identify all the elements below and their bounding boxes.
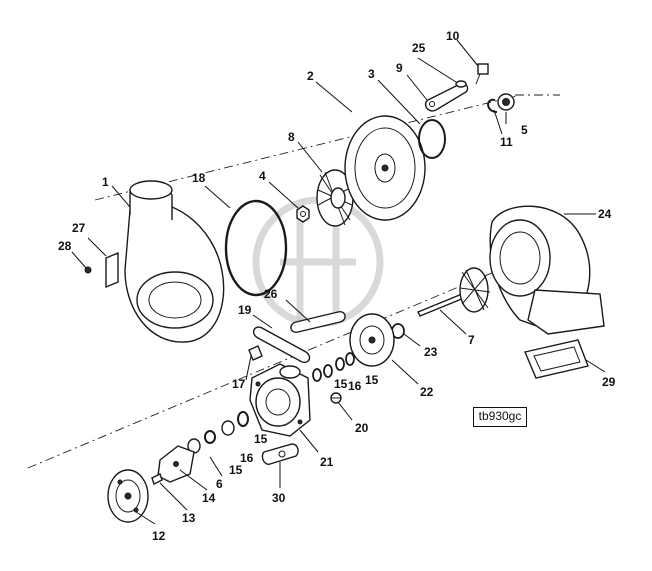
callout-26: 26: [264, 287, 278, 301]
callout-28: 28: [58, 239, 72, 253]
callout-1: 1: [102, 175, 109, 189]
o-ring-18: [224, 199, 288, 297]
rings-15-16-upper: [312, 352, 355, 382]
callout-7: 7: [468, 333, 475, 347]
retaining-ring-11: [487, 98, 498, 113]
callout-27: 27: [72, 221, 86, 235]
link-19: [252, 326, 311, 364]
leader-lines: [71, 39, 606, 525]
callout-12: 12: [152, 529, 166, 543]
lower-rings: [187, 411, 249, 454]
callout-18: 18: [192, 171, 206, 185]
callout-29: 29: [602, 375, 616, 389]
screw-28: [84, 266, 92, 274]
turbine-housing: [489, 205, 605, 335]
callout-30: 30: [272, 491, 286, 505]
callout-25: 25: [412, 41, 426, 55]
callout-13: 13: [182, 511, 196, 525]
ring-3: [418, 119, 446, 159]
callout-2: 2: [307, 69, 314, 83]
callout-labels: 1 2 3 4 5 6 7 8 9 10 11 12 13 14 15 15 1…: [58, 29, 616, 543]
callout-3: 3: [368, 67, 375, 81]
backplate: [344, 115, 426, 221]
callout-4: 4: [259, 169, 266, 183]
callout-24: 24: [598, 207, 612, 221]
callout-6: 6: [216, 477, 223, 491]
nut-4: [296, 205, 310, 223]
callout-8: 8: [288, 130, 295, 144]
screw-10: [475, 63, 489, 85]
callout-17: 17: [232, 377, 246, 391]
turbine-wheel-shaft: [417, 267, 491, 317]
washer-25: [455, 80, 467, 88]
callout-9: 9: [396, 61, 403, 75]
plate-9: [424, 82, 469, 112]
fitting-20: [330, 392, 342, 404]
screw-17: [248, 345, 263, 361]
compressor-housing: [124, 180, 225, 343]
watermark-logo: [252, 196, 384, 328]
callout-15-ring-a: 15: [334, 377, 348, 391]
callout-5: 5: [521, 123, 528, 137]
insert-12: [107, 469, 149, 523]
callout-14: 14: [202, 491, 216, 505]
callout-11: 11: [500, 135, 513, 149]
callout-16-lower: 16: [240, 451, 254, 465]
link-26: [290, 311, 346, 333]
callout-20: 20: [355, 421, 369, 435]
callout-15-ring-b: 15: [365, 373, 379, 387]
callout-22: 22: [420, 385, 434, 399]
callout-10: 10: [446, 29, 460, 43]
callout-16-upper: 16: [348, 379, 362, 393]
screw-13: [151, 473, 163, 485]
callout-19: 19: [238, 303, 252, 317]
compressor-wheel: [316, 169, 354, 227]
bracket-27: [105, 251, 119, 289]
callout-15-lower: 15: [229, 463, 243, 477]
gasket-29: [524, 339, 589, 379]
figure-reference-code: tb930gc: [473, 407, 527, 427]
gasket-30: [261, 443, 299, 465]
callout-23: 23: [424, 345, 438, 359]
seal-5: [497, 93, 515, 111]
callout-21: 21: [320, 455, 334, 469]
bearing-housing: [249, 363, 311, 437]
callout-15-mid: 15: [254, 432, 268, 446]
heat-shield: [349, 313, 395, 367]
